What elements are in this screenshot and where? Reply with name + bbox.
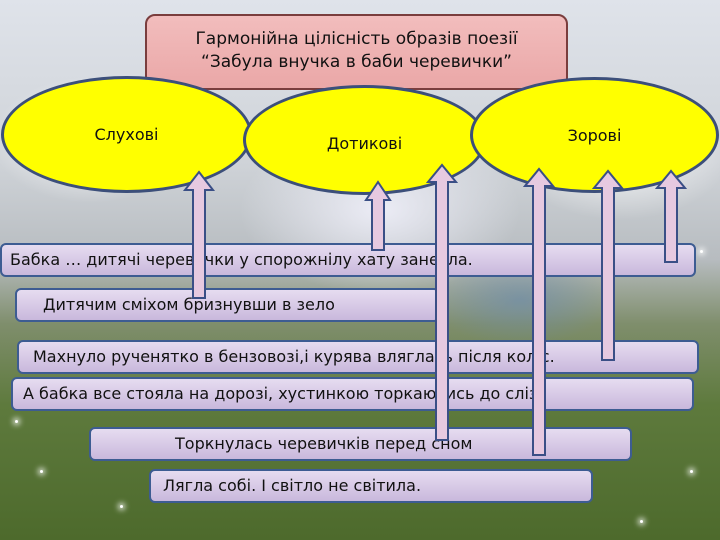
poem-line-5: Торкнулась черевичків перед сном [89, 427, 632, 461]
title-line-1: Гармонійна цілісність образів поезії [195, 29, 518, 49]
oval-tactile-label: Дотикові [326, 134, 403, 153]
arrow-visual-to-line-6 [522, 167, 556, 456]
arrow-auditory-to-line-2 [182, 170, 216, 299]
oval-auditory-label: Слухові [94, 125, 159, 144]
oval-auditory: Слухові [1, 76, 252, 193]
poem-line-4: А бабка все стояла на дорозі, хустинкою … [11, 377, 694, 411]
title-box: Гармонійна цілісність образів поезії “За… [145, 14, 568, 90]
poem-line-6: Лягла собі. І світло не світила. [149, 469, 593, 503]
oval-visual: Зорові [470, 77, 719, 193]
oval-visual-label: Зорові [567, 126, 622, 145]
poem-line-3: Махнуло рученятко в бензовозі,і курява в… [17, 340, 699, 374]
poem-line-1: Бабка … дитячі черевички у спорожнілу ха… [0, 243, 696, 277]
title-line-2: “Забула внучка в баби черевички” [201, 52, 512, 72]
poem-line-2: Дитячим сміхом бризнувши в зело [15, 288, 440, 322]
oval-tactile: Дотикові [243, 85, 486, 195]
